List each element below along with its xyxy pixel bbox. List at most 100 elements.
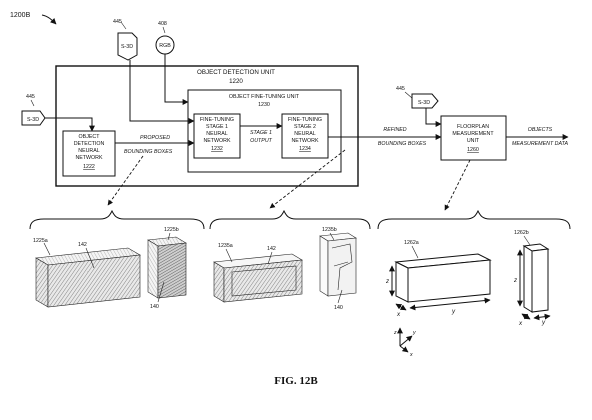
s3d-left-shape [21, 110, 46, 126]
right-box-a-leader [411, 245, 419, 259]
mid-box-a-ref: 1235a [218, 243, 233, 249]
mid-box-a-leader [225, 248, 233, 263]
floorplan-ref: 1260 [467, 147, 479, 153]
left-box-a-front [35, 257, 49, 308]
mid-obj-b-leader [337, 289, 343, 304]
mid-obj-b-ref: 140 [334, 305, 343, 311]
right-b-axis-x: x [518, 320, 523, 327]
s3d-right-shape [411, 93, 439, 109]
rgb-label: RGB [159, 43, 171, 49]
left-box-b-leader [167, 232, 171, 241]
right-box-b-dim-x [521, 313, 531, 320]
mid-obj-a-leader [267, 251, 273, 265]
rgb-ref: 408 [158, 21, 167, 27]
right-box-b-ref: 1262b [514, 230, 529, 236]
flow-s3d-to-stage1 [129, 60, 195, 124]
mid-obj-a-ref: 142 [267, 246, 276, 252]
coord-axis-z: z [393, 330, 397, 336]
odnn-line4: NETWORK [75, 155, 103, 161]
odnn-ref: 1222 [83, 164, 95, 170]
s3d-top-arrow-ref [120, 21, 127, 30]
coordinate-axes [397, 327, 413, 353]
brace-right [377, 209, 571, 230]
rgb-ref-tick [162, 26, 166, 34]
stage1-line1: FINE-TUNING [200, 117, 234, 123]
stage2-box [281, 113, 329, 159]
mid-box-b-ref: 1235b [322, 227, 337, 233]
right-box-b-leader [523, 235, 531, 246]
s3d-right-ref-tick [404, 91, 413, 99]
coord-axis-x-line [399, 345, 409, 353]
floorplan-line2: MEASUREMENT [452, 131, 494, 137]
s3d-left-label: S-3D [27, 117, 39, 123]
label-refined-1: REFINED [383, 127, 406, 133]
mid-box-b-front [319, 235, 329, 297]
label-refined-2: BOUNDING BOXES [378, 141, 427, 147]
odnn-line1: OBJECT [79, 134, 101, 140]
panel-mid [213, 232, 357, 303]
floorplan-line1: FLOORPLAN [457, 124, 489, 130]
label-stage1-out-1: STAGE 1 [250, 130, 272, 136]
right-box-a-side [407, 259, 491, 303]
left-obj-b-leader [157, 281, 165, 303]
stage1-line3: NEURAL [206, 131, 228, 137]
s3d-top-shape [117, 32, 138, 61]
right-box-a-dim-y [409, 297, 491, 311]
mid-box-a-inner [231, 265, 297, 297]
label-objects-1: OBJECTS [528, 127, 553, 133]
right-box-a-front [395, 261, 409, 303]
figure-id-arrow [41, 14, 57, 25]
left-box-b-ref: 1225b [164, 227, 179, 233]
fine-tuning-unit-ref: 1230 [258, 102, 270, 108]
left-box-a-leader [43, 242, 51, 256]
stage1-line2: STAGE 1 [206, 124, 228, 130]
flow-s3dright-to-floorplan [425, 108, 442, 127]
label-proposed-1: PROPOSED [140, 135, 170, 141]
stage2-line1: FINE-TUNING [288, 117, 322, 123]
left-obj-a-leader [85, 247, 95, 269]
odnn-box [62, 130, 116, 177]
right-box-b-side [531, 248, 549, 313]
panel-right [389, 243, 551, 321]
floorplan-line3: UNIT [467, 138, 480, 144]
stage1-ref: 1232 [211, 146, 223, 152]
odnn-line2: DETECTION [74, 141, 105, 147]
figure-caption: FIG. 12B [274, 375, 318, 387]
left-box-b-front [147, 239, 159, 299]
left-box-a-side [47, 254, 141, 308]
dashed-odnn-to-left-panel [107, 155, 144, 206]
right-a-axis-y: y [451, 308, 456, 315]
s3d-top-label: S-3D [121, 44, 133, 50]
stage2-line2: STAGE 2 [294, 124, 316, 130]
flow-s3dleft-to-odnn [45, 117, 95, 132]
right-a-axis-x: x [396, 311, 401, 318]
stage1-box [193, 113, 241, 159]
mid-box-a-front [213, 261, 225, 303]
fine-tuning-unit-title: OBJECT FINE-TUNING UNIT [229, 94, 300, 100]
label-objects-2: MEASUREMENT DATA [512, 141, 568, 147]
object-detection-unit-title: OBJECT DETECTION UNIT [197, 69, 275, 76]
s3d-left-ref: 445 [26, 94, 35, 100]
panel-left [35, 236, 187, 308]
right-b-axis-y: y [541, 319, 546, 326]
s3d-right-label: S-3D [418, 100, 430, 106]
label-proposed-2: BOUNDING BOXES [124, 149, 173, 155]
right-box-a-dim-x [395, 303, 407, 311]
stage2-line3: NEURAL [294, 131, 316, 137]
dashed-finetune-to-mid-panel [269, 149, 346, 209]
s3d-left-ref-tick [30, 99, 35, 107]
s3d-right-ref: 445 [396, 86, 405, 92]
mid-box-b-leader [329, 232, 335, 241]
s3d-top-ref: 445 [113, 19, 122, 25]
stage1-line4: NETWORK [203, 138, 231, 144]
label-stage1-out-2: OUTPUT [250, 138, 273, 144]
right-a-axis-z: z [385, 278, 390, 285]
odnn-line3: NEURAL [78, 148, 100, 154]
right-box-b-dim-y [533, 313, 551, 321]
left-obj-b-ref: 140 [150, 304, 159, 310]
coord-axis-x: x [409, 352, 413, 358]
brace-mid [209, 209, 371, 230]
left-obj-a-ref: 142 [78, 242, 87, 248]
left-box-b-side [157, 242, 187, 299]
